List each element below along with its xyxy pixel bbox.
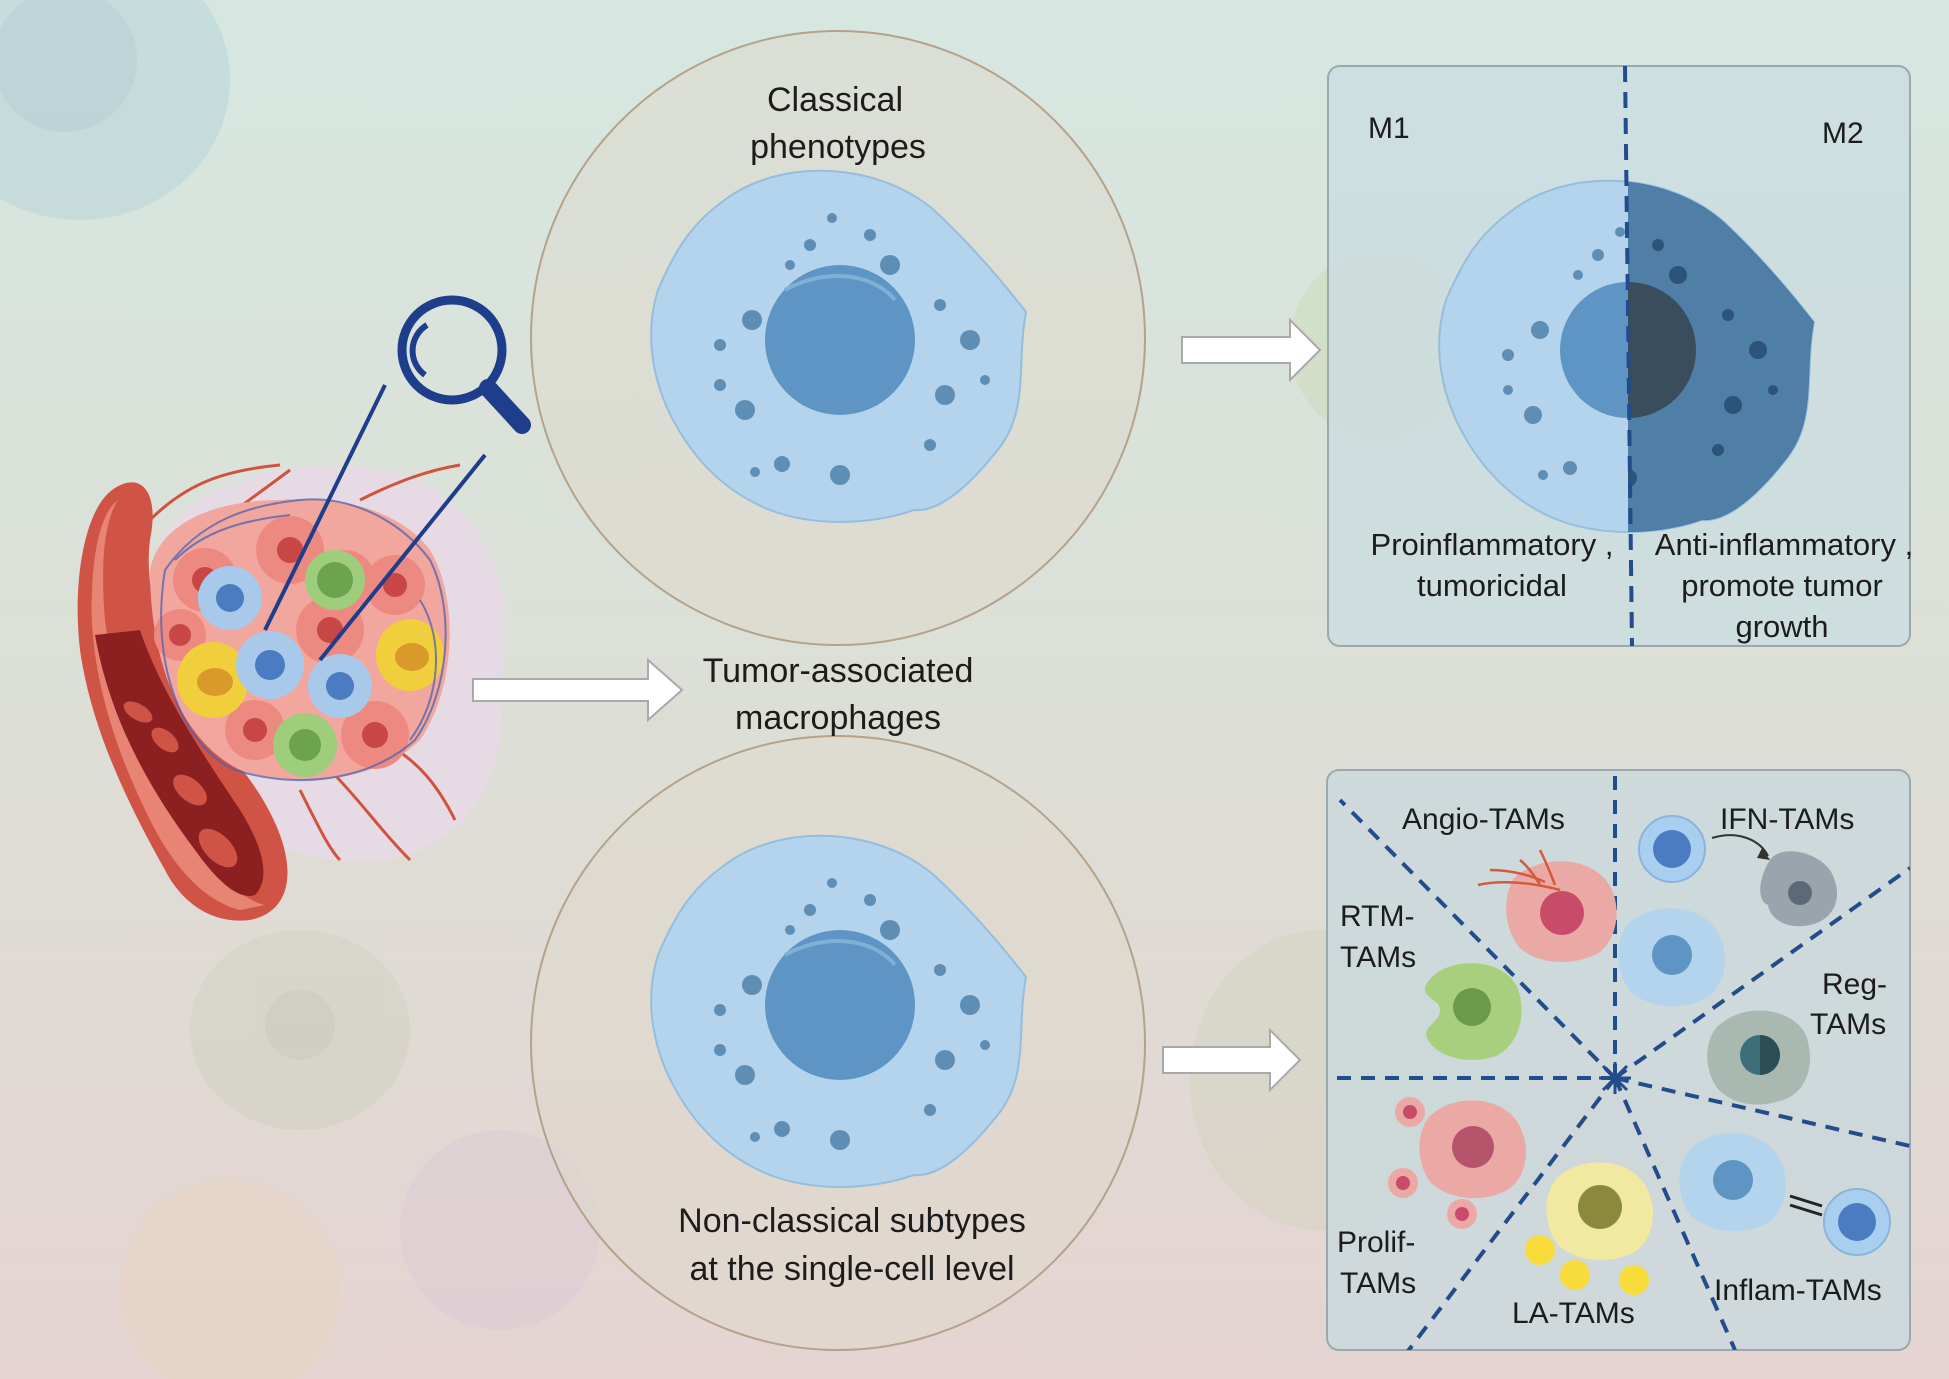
la-tams-label: LA-TAMs — [1512, 1297, 1635, 1330]
tam-label-line2: macrophages — [734, 699, 942, 737]
arrows — [472, 317, 1322, 1093]
m2-desc-line2: promote tumor — [1681, 568, 1883, 603]
m2-desc-line3: growth — [1735, 609, 1829, 644]
rtm-tams-label-line1: RTM- — [1340, 900, 1415, 933]
arrow-tumor-to-tam — [472, 657, 684, 723]
subtypes-panel — [1326, 769, 1911, 1351]
reg-tams-label-line1: Reg- — [1822, 968, 1888, 1001]
arrow-to-m-panel — [1181, 317, 1322, 383]
m2-desc-line1: Anti-inflammatory , — [1654, 527, 1914, 562]
classical-title-line1: Classical — [766, 81, 904, 119]
macrophage-top — [650, 169, 1027, 523]
nonclassical-label-line2: at the single-cell level — [689, 1250, 1015, 1288]
prolif-tams-label-line1: Prolif- — [1337, 1226, 1416, 1259]
inflam-tams-label: Inflam-TAMs — [1714, 1274, 1882, 1307]
m1-desc-line2: tumoricidal — [1417, 568, 1567, 603]
m-divider — [1623, 65, 1634, 647]
m-panel — [1327, 65, 1911, 647]
rtm-tams-label-line2: TAMs — [1340, 941, 1417, 974]
reg-tams-label-line2: TAMs — [1810, 1008, 1887, 1041]
tumor-illustration — [77, 295, 531, 921]
arrow-to-subtypes-panel — [1162, 1027, 1302, 1093]
m2-label: M2 — [1822, 117, 1864, 150]
tam-label-line1: Tumor-associated — [702, 652, 974, 690]
macrophage-bottom — [650, 834, 1027, 1188]
angio-tams-label: Angio-TAMs — [1402, 803, 1565, 836]
m1-desc-line1: Proinflammatory , — [1370, 527, 1614, 562]
magnifier-icon — [397, 295, 507, 405]
classical-title-line2: phenotypes — [750, 128, 926, 166]
nonclassical-label-line1: Non-classical subtypes — [678, 1202, 1026, 1240]
m1-label: M1 — [1368, 112, 1410, 145]
ifn-tams-label: IFN-TAMs — [1720, 803, 1855, 836]
prolif-tams-label-line2: TAMs — [1340, 1267, 1417, 1300]
